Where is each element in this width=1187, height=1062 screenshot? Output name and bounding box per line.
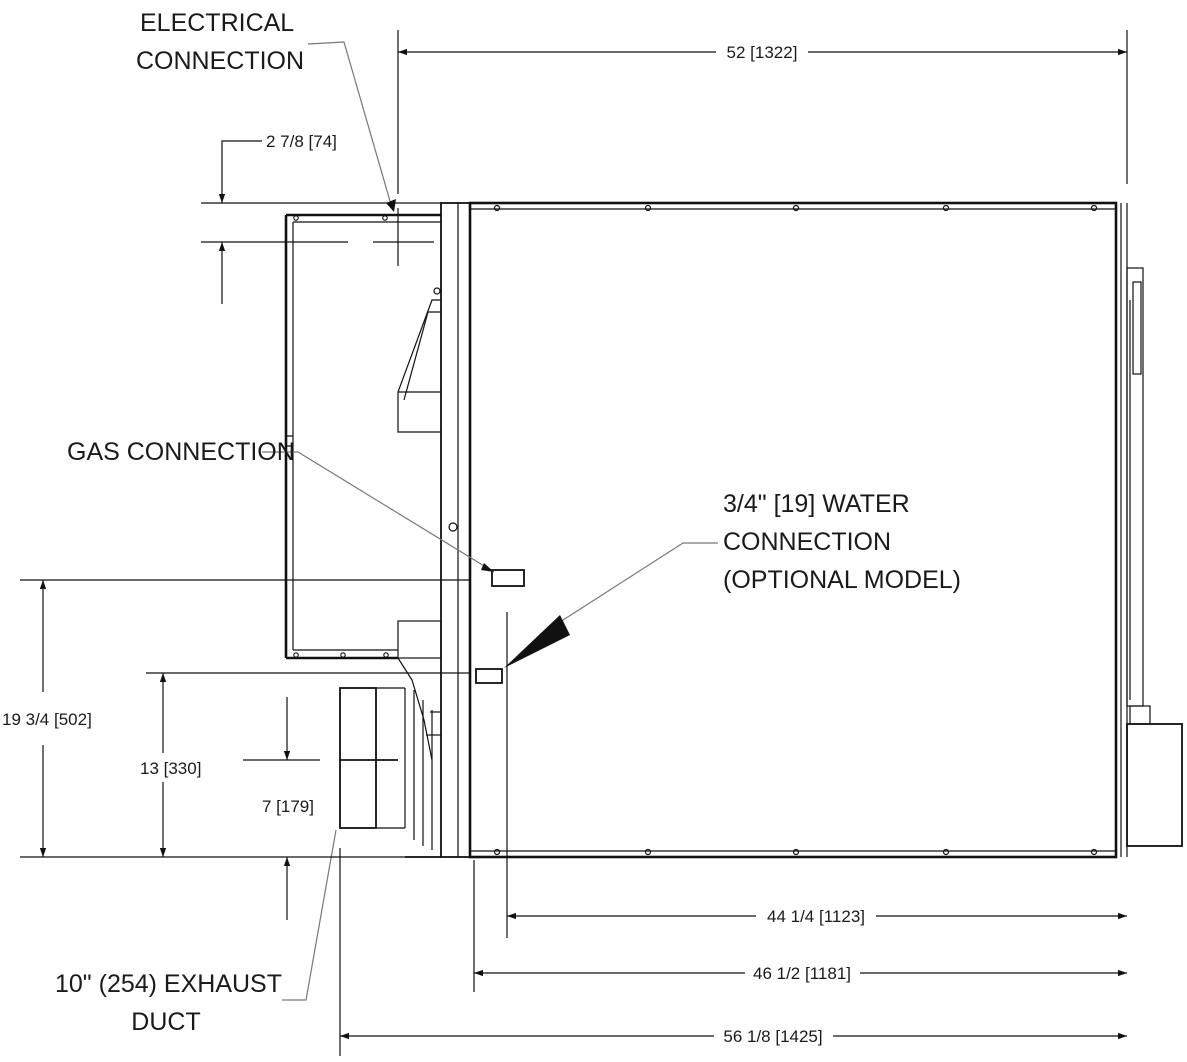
gas-label: GAS CONNECTION <box>67 438 295 466</box>
exhaust-duct <box>339 687 441 858</box>
electrical-label-line1: ELECTRICAL <box>140 9 294 37</box>
dim-label-overall-depth: 56 1/8 [1425] <box>723 1027 822 1046</box>
front-panel <box>440 202 471 858</box>
water-label-line3: (OPTIONAL MODEL) <box>723 566 961 594</box>
rear-control-box <box>1126 723 1183 847</box>
dim-label-cabinet-depth: 46 1/2 [1181] <box>753 964 851 983</box>
dim-label-gas-height: 19 3/4 [502] <box>2 710 92 729</box>
cabinet <box>440 201 1183 859</box>
dim-left-verticals <box>20 579 470 920</box>
dim-label-electrical-offset: 2 7/8 [74] <box>266 132 337 151</box>
electrical-label-line2: CONNECTION <box>136 47 304 75</box>
gas-connection-fitting <box>491 569 525 587</box>
fasteners <box>433 204 1098 856</box>
dim-label-water-to-back: 44 1/4 [1123] <box>767 907 865 926</box>
dim-electrical-offset <box>201 140 441 304</box>
dim-label-exhaust-center: 7 [179] <box>262 797 314 816</box>
exhaust-label-line1: 10" (254) EXHAUST <box>55 970 282 998</box>
water-label-line2: CONNECTION <box>723 528 891 556</box>
exhaust-label-line2: DUCT <box>131 1008 200 1036</box>
dim-label-exhaust-top: 13 [330] <box>140 759 201 778</box>
leaders <box>262 41 718 1001</box>
water-label-line1: 3/4" [19] WATER <box>723 490 910 518</box>
dim-bottom-horizontals <box>339 612 1127 1056</box>
dim-label-top-width: 52 [1322] <box>727 43 798 62</box>
water-connection-fitting <box>475 668 503 684</box>
burner-housing <box>284 213 442 761</box>
dim-top-width <box>397 30 1128 194</box>
